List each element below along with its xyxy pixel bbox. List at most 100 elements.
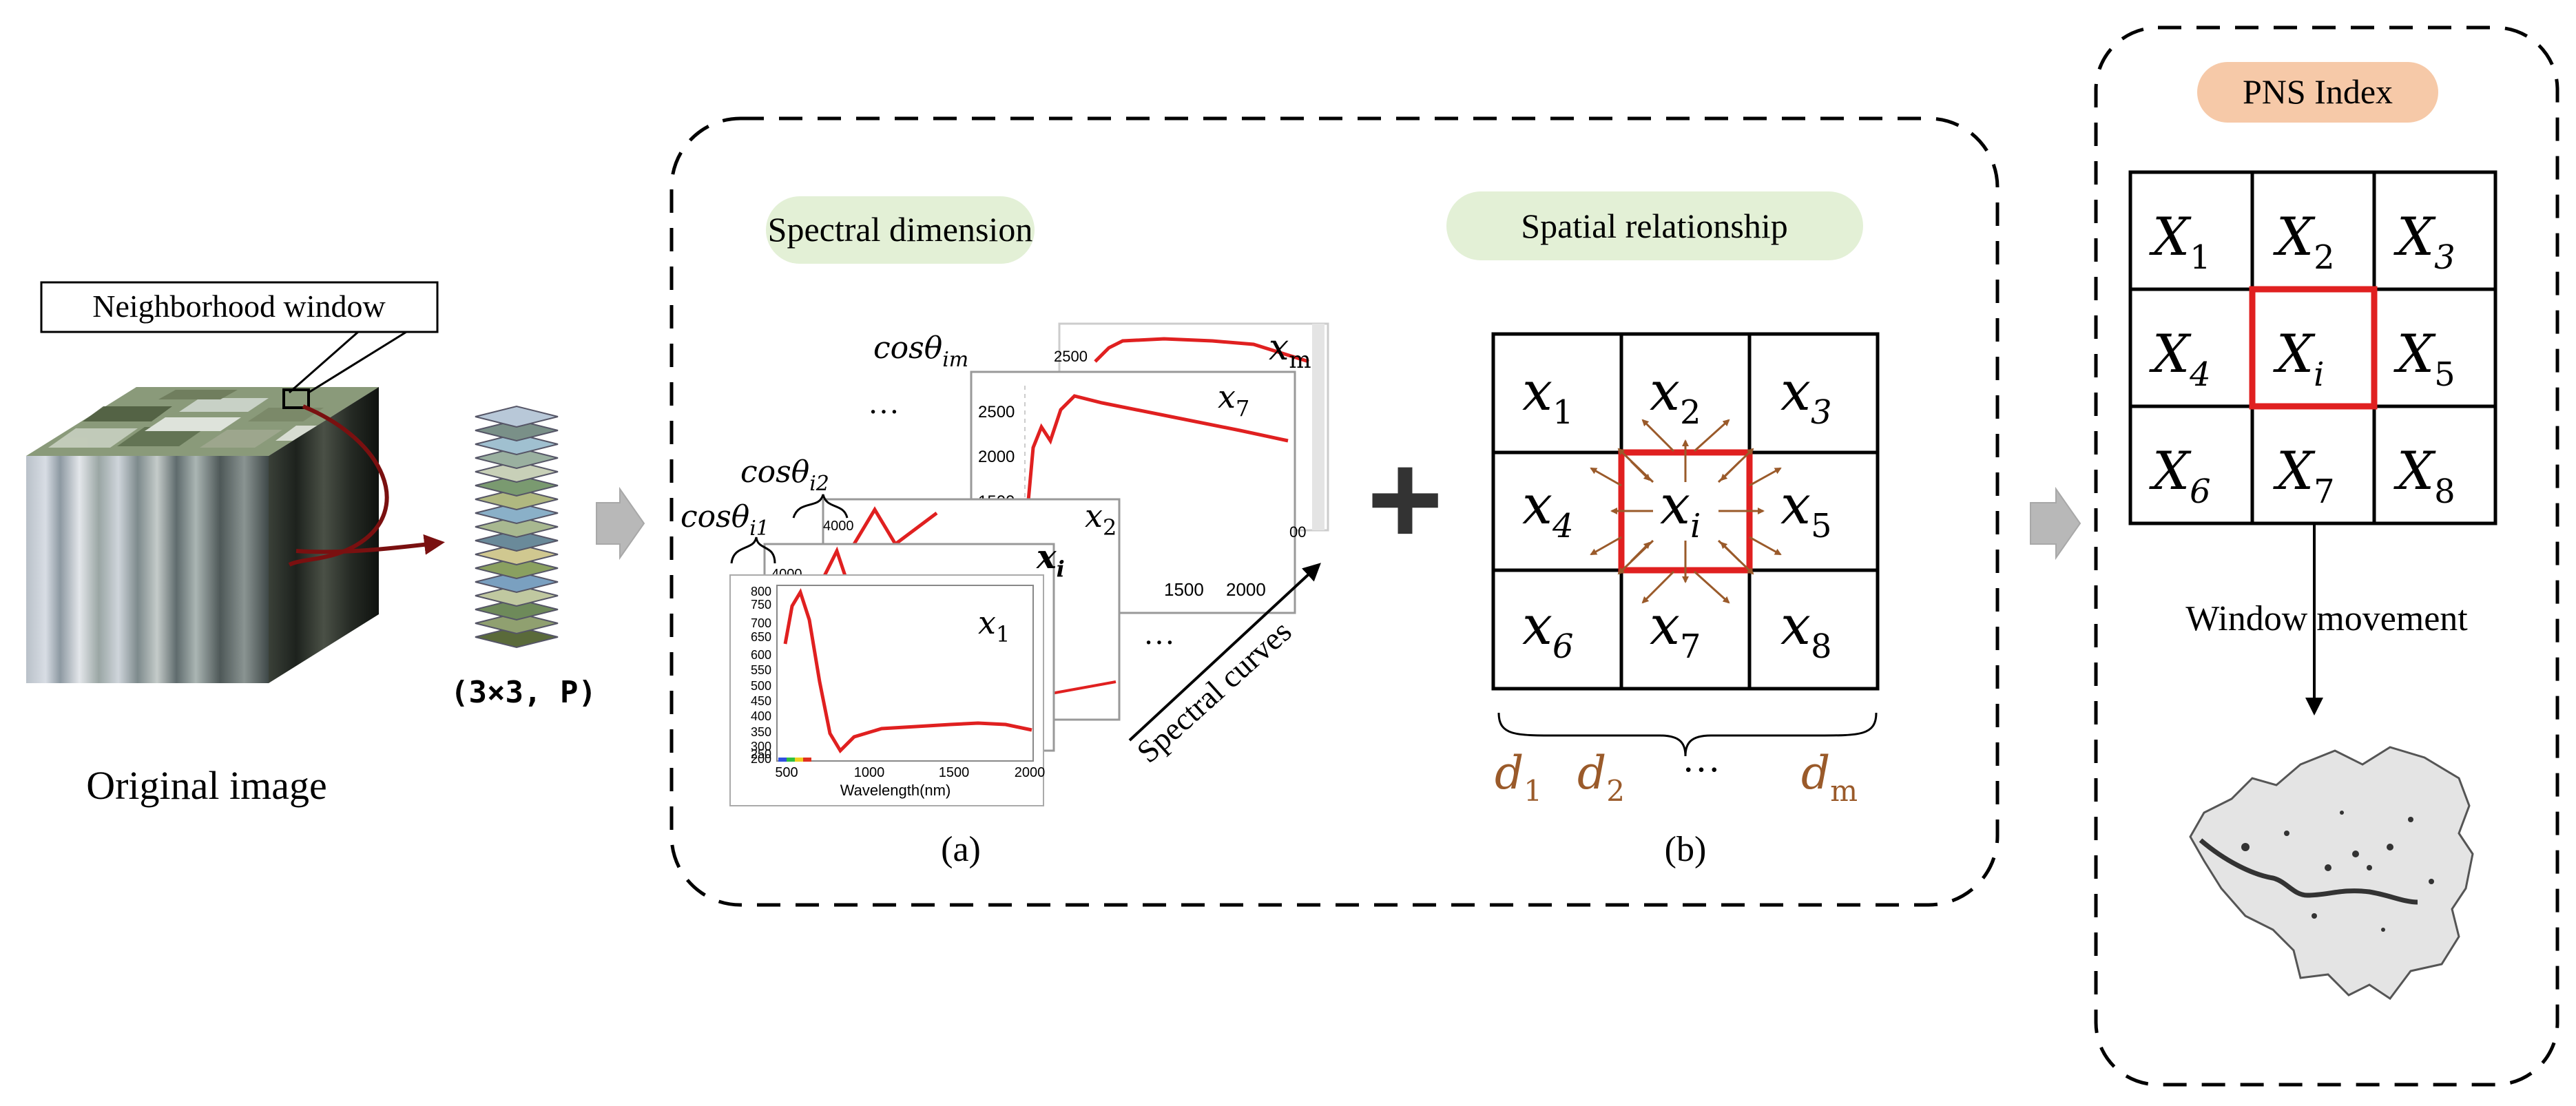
svg-text:2000: 2000 — [1015, 765, 1046, 780]
curve-x7 — [1024, 394, 1289, 524]
curve-x7-label: x7 — [1218, 378, 1249, 421]
svg-text:450: 450 — [751, 694, 771, 708]
svg-text:400: 400 — [751, 709, 771, 723]
distance-dots: … — [1682, 738, 1721, 780]
curve-x1-label: x1 — [978, 604, 1010, 647]
neighborhood-window-label-box — [40, 281, 439, 333]
cell-xi: xi — [1660, 474, 1701, 545]
angle-label-i2: cosθi2 — [740, 455, 829, 496]
pns-cell-X2: X2 — [2273, 206, 2335, 277]
patch-stack-label: (3×3, P) — [450, 675, 596, 710]
neighborhood-pointer-line-2 — [308, 331, 407, 394]
curve-xm — [1094, 337, 1309, 364]
distance-brace — [1497, 712, 1878, 757]
cell-x6: x6 — [1522, 595, 1574, 666]
panel-a-caption: (a) — [941, 830, 981, 869]
hyperspectral-cube-side — [269, 387, 379, 683]
pns-cell-X5: X5 — [2393, 323, 2455, 394]
tick-2500: 2500 — [978, 403, 1015, 421]
neighborhood-window-marker — [282, 388, 310, 409]
cell-x4: x4 — [1522, 474, 1574, 545]
result-map — [2189, 746, 2474, 1001]
svg-text:1500: 1500 — [939, 765, 970, 780]
pns-center-cell-highlight — [2249, 286, 2378, 410]
window-movement-label: Window movement — [2185, 599, 2468, 638]
spatial-relationship-title: Spatial relationship — [1521, 207, 1787, 245]
right-panel: PNS Index X1 X2 X3 X4 Xi X5 X6 X7 X8 Win… — [2128, 62, 2497, 1001]
pns-cell-Xi: Xi — [2273, 323, 2324, 394]
svg-text:600: 600 — [751, 648, 771, 662]
cell-x8: x8 — [1780, 595, 1832, 666]
neighborhood-pointer-line — [289, 331, 359, 394]
angle-brace-i2 — [792, 494, 849, 519]
middle-panel-frame — [669, 116, 1999, 907]
curve-x1 — [783, 588, 1032, 754]
distance-d2: d2 — [1577, 747, 1625, 808]
distance-arrows — [1590, 419, 1782, 604]
svg-text:500: 500 — [775, 765, 798, 780]
svg-text:700: 700 — [751, 616, 771, 630]
curve-card-x1: 800 750 700 650 600 550 500 450 400 350 … — [729, 574, 1045, 806]
spectral-dimension-title: Spectral dimension — [768, 210, 1033, 249]
pns-index-pill — [2197, 62, 2438, 123]
svg-text:1000: 1000 — [854, 765, 885, 780]
tick-1500-x: 1500 — [1164, 579, 1204, 600]
tick-2500-back: 2500 — [1054, 348, 1088, 365]
angle-label-i1: cosθi1 — [681, 499, 769, 541]
pns-index-title: PNS Index — [2243, 72, 2393, 111]
front-chart-xticks: 500 1000 1500 2000 — [775, 765, 1045, 780]
distance-dm: dm — [1801, 747, 1858, 808]
original-image-group: Neighborhood window (3×3, P) — [26, 281, 596, 808]
pns-cell-X4: X4 — [2149, 323, 2211, 394]
svg-text:750: 750 — [751, 598, 771, 612]
pns-cell-X1: X1 — [2149, 206, 2211, 277]
cell-x2: x2 — [1650, 361, 1701, 432]
panel-b: Spatial relationship — [1446, 191, 1880, 869]
svg-text:200: 200 — [751, 752, 771, 766]
curve-xm-label: xm — [1269, 327, 1311, 374]
tick-4000-c2: 4000 — [823, 519, 854, 534]
pns-cell-X3: X3 — [2393, 206, 2455, 277]
plus-sign: + — [1367, 426, 1444, 572]
pns-cell-X7: X7 — [2273, 440, 2335, 511]
extraction-arrow — [288, 404, 389, 567]
spectral-curves-dots: … — [1143, 616, 1175, 651]
cell-x7: x7 — [1650, 595, 1701, 666]
front-chart-yticks: 800 750 700 650 600 550 500 450 400 350 … — [751, 585, 771, 766]
flow-arrow-1 — [596, 486, 645, 561]
patch-stack — [475, 405, 559, 649]
hyperspectral-cube-front — [26, 456, 269, 683]
svg-text:250: 250 — [751, 747, 771, 761]
cell-x3: x3 — [1780, 361, 1832, 432]
right-panel-frame — [2094, 25, 2559, 1087]
flow-arrow-2 — [2030, 486, 2081, 561]
svg-text:500: 500 — [751, 679, 771, 693]
curve-xi-label: xi — [1036, 538, 1065, 582]
front-chart-xlabel: Wavelength(nm) — [840, 782, 951, 799]
panel-b-caption: (b) — [1665, 830, 1707, 869]
curve-x2-label: x2 — [1085, 497, 1116, 541]
angle-brace-i1 — [730, 536, 776, 564]
distance-d1: d1 — [1495, 747, 1542, 808]
spectral-dimension-pill — [766, 196, 1035, 264]
spatial-cell-labels: x1 x2 x3 x4 xi x5 x6 x7 x8 — [1522, 361, 1832, 666]
svg-text:350: 350 — [751, 725, 771, 739]
svg-text:550: 550 — [751, 663, 771, 677]
svg-text:650: 650 — [751, 630, 771, 644]
tick-2000: 2000 — [978, 448, 1015, 466]
spatial-relationship-pill — [1446, 191, 1863, 260]
spectral-curves-arrow — [1128, 563, 1321, 742]
distance-labels: d1 d2 dm — [1495, 747, 1858, 808]
angle-ellipsis: … — [868, 385, 900, 420]
panel-a: Spectral dimension 2500 xm 2500 2000 150… — [681, 196, 1329, 869]
svg-text:300: 300 — [751, 740, 771, 753]
angle-label-im: cosθim — [873, 331, 968, 372]
cell-x1: x1 — [1522, 361, 1574, 432]
result-map-river — [2199, 838, 2418, 905]
pns-cell-labels: X1 X2 X3 X4 Xi X5 X6 X7 X8 — [2149, 206, 2455, 511]
svg-text:800: 800 — [751, 585, 771, 598]
extraction-arrow-head — [295, 534, 445, 555]
pns-cell-X8: X8 — [2393, 440, 2455, 511]
tick-2000-x: 2000 — [1226, 579, 1266, 600]
